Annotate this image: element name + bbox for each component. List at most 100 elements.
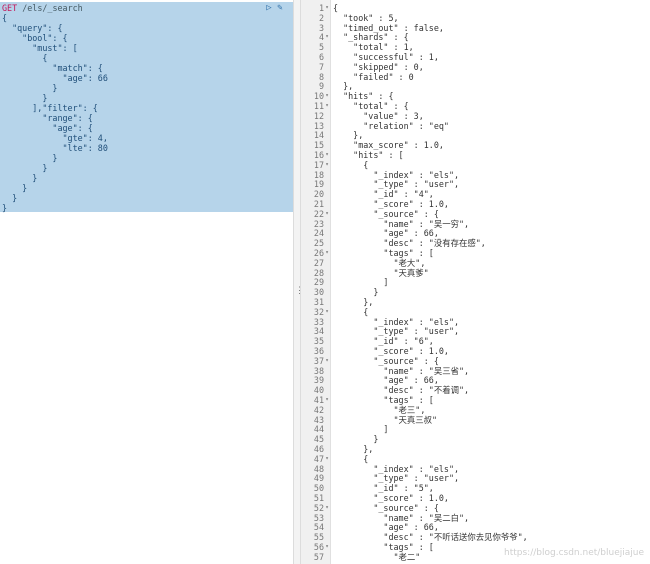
line-number: 48 bbox=[313, 463, 324, 474]
response-code-line: { bbox=[333, 159, 369, 170]
request-code-line: { bbox=[2, 13, 8, 23]
line-number: 13 bbox=[313, 120, 324, 131]
fold-toggle-icon[interactable]: ▾ bbox=[325, 209, 329, 217]
fold-toggle-icon[interactable]: ▾ bbox=[325, 92, 329, 100]
response-code-line: }, bbox=[333, 444, 374, 454]
response-code-line: "_score" : 1.0, bbox=[333, 199, 449, 209]
request-code-line: "lte": 80 bbox=[2, 143, 108, 153]
response-code-line: "老二" bbox=[333, 551, 421, 562]
fold-toggle-icon[interactable]: ▾ bbox=[325, 4, 329, 11]
response-code-line: "tags" : [ bbox=[333, 248, 434, 258]
response-code-line: }, bbox=[333, 81, 354, 92]
request-method: GET bbox=[2, 3, 18, 13]
response-code-line: "天真爹" bbox=[333, 267, 429, 278]
response-code-line: "name" : "吴二白", bbox=[333, 512, 470, 523]
line-number: 6 bbox=[318, 52, 324, 62]
line-number: 28 bbox=[313, 267, 324, 278]
response-code-line: }, bbox=[333, 297, 374, 307]
line-number: 49 bbox=[313, 473, 324, 484]
fold-toggle-icon[interactable]: ▾ bbox=[325, 356, 329, 364]
response-code-line: { bbox=[333, 453, 369, 464]
response-code-line: "_type" : "user", bbox=[333, 326, 460, 337]
drag-handle-icon[interactable]: ⋮ bbox=[295, 286, 304, 296]
line-number: 22 bbox=[313, 208, 324, 219]
line-number: 43 bbox=[313, 414, 324, 425]
response-code-line: "relation" : "eq" bbox=[333, 120, 449, 131]
line-number: 17 bbox=[313, 159, 324, 170]
line-number: 29 bbox=[313, 277, 324, 288]
line-number: 51 bbox=[313, 493, 324, 503]
request-path: /els/_search bbox=[22, 3, 83, 13]
fold-toggle-icon[interactable]: ▾ bbox=[325, 396, 329, 403]
line-number: 14 bbox=[313, 130, 324, 141]
line-number: 32 bbox=[313, 306, 324, 317]
response-code-line: "老大", bbox=[333, 257, 426, 268]
response-code-line: "total" : { bbox=[333, 101, 409, 111]
response-viewer: { "took" : 5, "timed_out" : false, "_sha… bbox=[331, 0, 650, 564]
line-number: 23 bbox=[313, 218, 324, 229]
line-number: 57 bbox=[313, 551, 324, 562]
line-number: 41 bbox=[313, 395, 324, 405]
request-code-line: "range": { bbox=[2, 113, 93, 123]
response-code-line: "name" : "吴一穷", bbox=[333, 218, 470, 229]
line-number: 8 bbox=[318, 71, 324, 82]
fold-toggle-icon[interactable]: ▾ bbox=[325, 454, 329, 462]
line-number: 39 bbox=[313, 375, 324, 386]
fold-toggle-icon[interactable]: ▾ bbox=[325, 160, 329, 168]
line-number: 50 bbox=[313, 483, 324, 494]
request-code-line: { bbox=[2, 53, 48, 63]
response-code-line: } bbox=[333, 287, 379, 298]
line-number: 54 bbox=[313, 522, 324, 533]
fold-toggle-icon[interactable]: ▾ bbox=[325, 33, 329, 41]
line-number: 7 bbox=[318, 61, 324, 72]
fold-toggle-icon[interactable]: ▾ bbox=[325, 249, 329, 256]
response-code-line: "_shards" : { bbox=[333, 32, 409, 43]
response-code-line: "_score" : 1.0, bbox=[333, 346, 449, 356]
pane-divider[interactable]: ⋮ bbox=[293, 0, 304, 564]
line-number: 24 bbox=[313, 228, 324, 239]
line-number: 52 bbox=[313, 502, 324, 513]
watermark: https://blog.csdn.net/bluejiajue bbox=[504, 548, 644, 558]
line-number: 34 bbox=[313, 326, 324, 337]
response-code-line: "age" : 66, bbox=[333, 375, 439, 386]
response-code-line: "_source" : { bbox=[333, 502, 439, 513]
request-selection[interactable] bbox=[0, 2, 293, 212]
line-number: 47 bbox=[313, 453, 324, 464]
fold-toggle-icon[interactable]: ▾ bbox=[325, 307, 329, 315]
request-code-line: "query": { bbox=[2, 23, 63, 33]
line-number: 25 bbox=[313, 238, 324, 249]
response-code-line: "老三", bbox=[333, 404, 426, 415]
request-code-line: "match": { bbox=[2, 63, 103, 73]
line-number: 35 bbox=[313, 336, 324, 347]
wrench-icon[interactable]: ✎ bbox=[277, 3, 283, 13]
request-code-line: } bbox=[2, 153, 58, 163]
response-code-line: } bbox=[333, 434, 379, 445]
response-code-line: "天真三叔" bbox=[333, 414, 438, 425]
line-number: 46 bbox=[313, 444, 324, 454]
line-number: 10 bbox=[313, 91, 324, 102]
request-code-line: "age": 66 bbox=[2, 73, 108, 83]
response-code-line: { bbox=[333, 3, 339, 13]
line-number: 19 bbox=[313, 179, 324, 190]
line-number: 15 bbox=[313, 140, 324, 151]
response-code-line: "name" : "吴三省", bbox=[333, 365, 470, 376]
response-code-line: "_type" : "user", bbox=[333, 473, 460, 484]
fold-toggle-icon[interactable]: ▾ bbox=[325, 151, 329, 158]
response-code-line: "age" : 66, bbox=[333, 228, 439, 239]
response-code-line: "value" : 3, bbox=[333, 110, 424, 121]
response-code-line: "hits" : { bbox=[333, 91, 394, 102]
response-code-line: "_id" : "6", bbox=[333, 336, 434, 347]
fold-toggle-icon[interactable]: ▾ bbox=[325, 503, 329, 511]
line-number: 3 bbox=[318, 22, 324, 33]
response-code-line: "_score" : 1.0, bbox=[333, 493, 449, 503]
response-code-line: "tags" : [ bbox=[333, 395, 434, 405]
line-number: 5 bbox=[318, 42, 324, 53]
line-number: 56 bbox=[313, 542, 324, 552]
request-editor[interactable]: GET /els/_search ▷ ✎ { "query": { "bool"… bbox=[0, 0, 293, 564]
request-code-line: } bbox=[2, 203, 8, 213]
fold-toggle-icon[interactable]: ▾ bbox=[325, 543, 329, 550]
play-icon[interactable]: ▷ bbox=[266, 3, 272, 13]
line-number: 1 bbox=[318, 3, 324, 13]
fold-toggle-icon[interactable]: ▾ bbox=[325, 102, 329, 109]
